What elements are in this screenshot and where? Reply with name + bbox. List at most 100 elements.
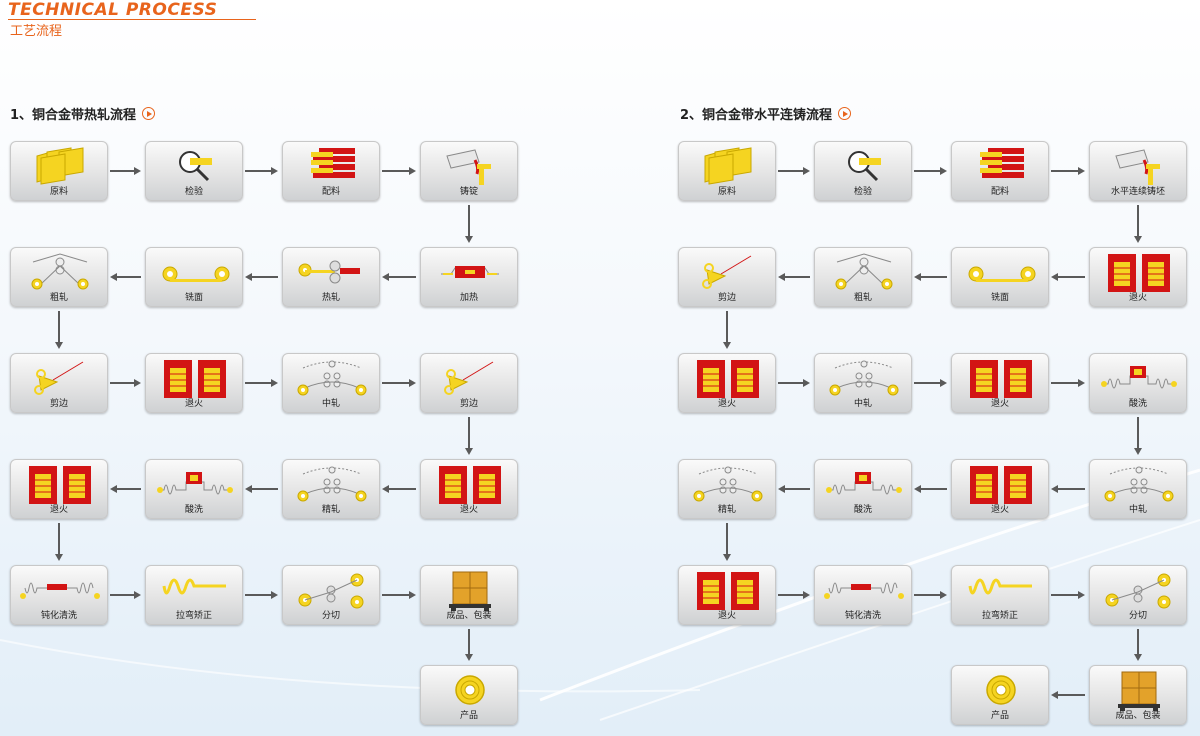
process-step[interactable]: 钝化清洗 [814, 565, 912, 625]
shear-icon [444, 361, 494, 395]
step-label: 中轧 [1128, 505, 1147, 515]
process-step[interactable]: 检验 [814, 141, 912, 201]
process-step[interactable]: 中轧 [1089, 459, 1187, 519]
pickle-icon [1101, 366, 1177, 389]
process-step[interactable]: 产品 [951, 665, 1049, 725]
anneal-icon [697, 572, 759, 610]
process-step[interactable]: 分切 [1089, 565, 1187, 625]
step-label: 中轧 [321, 399, 340, 409]
process-step[interactable]: 成品、包装 [420, 565, 518, 625]
process-step[interactable]: 分切 [282, 565, 380, 625]
step-label: 粗轧 [853, 293, 872, 303]
step-label: 成品、包装 [1115, 711, 1161, 721]
step-label: 退火 [717, 611, 736, 621]
process-step[interactable]: 铣面 [951, 247, 1049, 307]
process-step[interactable]: 剪边 [678, 247, 776, 307]
process-step[interactable]: 铣面 [145, 247, 243, 307]
process-step[interactable]: 退火 [420, 459, 518, 519]
step-label: 退火 [990, 505, 1009, 515]
process-step[interactable]: 酸洗 [1089, 353, 1187, 413]
process-step[interactable]: 退火 [951, 459, 1049, 519]
step-label: 剪边 [459, 399, 478, 409]
step-label: 退火 [1128, 293, 1147, 303]
coil-icon [968, 266, 1036, 282]
process-step[interactable]: 精轧 [678, 459, 776, 519]
step-label: 检验 [184, 187, 203, 197]
step-label: 配料 [990, 187, 1009, 197]
anneal-icon [164, 360, 226, 398]
process-step[interactable]: 原料 [10, 141, 108, 201]
process-step[interactable]: 配料 [951, 141, 1049, 201]
passivate-icon [20, 582, 100, 599]
play-icon[interactable] [142, 107, 156, 120]
step-label: 钝化清洗 [844, 611, 881, 621]
roll-icon [835, 253, 893, 290]
product-icon [455, 675, 485, 705]
process-step[interactable]: 原料 [678, 141, 776, 201]
inspect-icon [848, 151, 881, 182]
step-label: 退火 [184, 399, 203, 409]
process-step[interactable]: 退火 [951, 353, 1049, 413]
anneal-icon [697, 360, 759, 398]
passivate-icon [824, 582, 904, 599]
process-step[interactable]: 中轧 [814, 353, 912, 413]
step-label: 退火 [49, 505, 68, 515]
step-label: 铣面 [990, 293, 1009, 303]
hotroll-icon [298, 260, 360, 284]
section-2-title[interactable]: 2、铜合金带水平连铸流程 [680, 104, 852, 123]
ingot-icon [446, 149, 491, 185]
process-step[interactable]: 配料 [282, 141, 380, 201]
section-title-text: 1、铜合金带热轧流程 [10, 108, 137, 123]
process-step[interactable]: 粗轧 [814, 247, 912, 307]
step-label: 拉弯矫正 [981, 611, 1018, 621]
batch-icon [311, 148, 355, 178]
process-step[interactable]: 检验 [145, 141, 243, 201]
process-step[interactable]: 退火 [1089, 247, 1187, 307]
process-step[interactable]: 剪边 [10, 353, 108, 413]
step-label: 铸锭 [459, 187, 478, 197]
straighten-icon [968, 578, 1032, 595]
straighten-icon [162, 578, 226, 595]
play-icon[interactable] [838, 107, 852, 120]
section-1-title[interactable]: 1、铜合金带热轧流程 [10, 104, 156, 123]
step-label: 精轧 [321, 505, 340, 515]
process-step[interactable]: 拉弯矫正 [951, 565, 1049, 625]
package-icon [1118, 671, 1160, 711]
process-step[interactable]: 退火 [10, 459, 108, 519]
process-step[interactable]: 铸锭 [420, 141, 518, 201]
process-step[interactable]: 钝化清洗 [10, 565, 108, 625]
roll-icon [31, 253, 89, 290]
process-step[interactable]: 精轧 [282, 459, 380, 519]
step-label: 退火 [459, 505, 478, 515]
step-label: 酸洗 [1128, 399, 1147, 409]
process-step[interactable]: 酸洗 [145, 459, 243, 519]
step-label: 中轧 [853, 399, 872, 409]
process-step[interactable]: 水平连续铸坯 [1089, 141, 1187, 201]
step-label: 退火 [990, 399, 1009, 409]
step-label: 剪边 [717, 293, 736, 303]
header-underline [8, 19, 256, 20]
process-step[interactable]: 拉弯矫正 [145, 565, 243, 625]
midroll-icon [297, 466, 367, 502]
process-step[interactable]: 剪边 [420, 353, 518, 413]
step-label: 粗轧 [49, 293, 68, 303]
step-label: 原料 [717, 187, 736, 197]
process-step[interactable]: 退火 [145, 353, 243, 413]
process-step[interactable]: 产品 [420, 665, 518, 725]
pickle-icon [826, 472, 902, 495]
process-step[interactable]: 成品、包装 [1089, 665, 1187, 725]
step-label: 成品、包装 [446, 611, 492, 621]
anneal-icon [1108, 254, 1170, 292]
step-label: 剪边 [49, 399, 68, 409]
process-step[interactable]: 退火 [678, 353, 776, 413]
process-step[interactable]: 中轧 [282, 353, 380, 413]
process-step[interactable]: 热轧 [282, 247, 380, 307]
step-label: 产品 [459, 711, 478, 721]
anneal-icon [970, 466, 1032, 504]
anneal-icon [970, 360, 1032, 398]
process-step[interactable]: 加热 [420, 247, 518, 307]
process-step[interactable]: 退火 [678, 565, 776, 625]
step-label: 酸洗 [853, 505, 872, 515]
process-step[interactable]: 酸洗 [814, 459, 912, 519]
process-step[interactable]: 粗轧 [10, 247, 108, 307]
